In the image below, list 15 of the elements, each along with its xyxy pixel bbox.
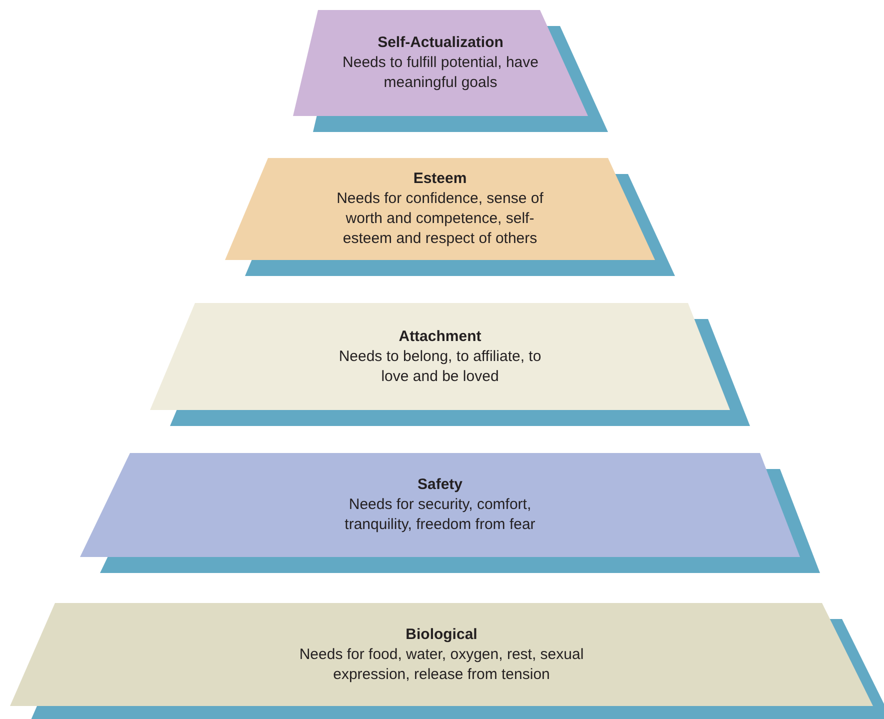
tier-heading: Safety <box>417 475 463 495</box>
tier-heading: Biological <box>406 624 478 644</box>
tier-description: Needs for security, comfort, tranquility, freedom from fear <box>344 495 536 535</box>
tier-heading: Esteem <box>413 169 467 189</box>
tier-heading: Attachment <box>398 326 482 346</box>
pyramid-tier <box>293 10 588 116</box>
pyramid-tier <box>80 453 800 557</box>
tier-heading: Self-Actualization <box>378 33 504 53</box>
tier-description: Needs to belong, to affiliate, to love and be loved <box>338 346 542 386</box>
pyramid-tier <box>10 603 873 706</box>
tier-description: Needs for confidence, sense of worth and competence, self-esteem and respect of others <box>336 189 544 249</box>
pyramid-tier <box>150 303 730 410</box>
tier-description: Needs for food, water, oxygen, rest, sexual expression, release from tension <box>298 644 585 684</box>
pyramid-tier <box>225 158 655 260</box>
tier-description: Needs to fulfill potential, have meaningful goals <box>342 53 540 93</box>
